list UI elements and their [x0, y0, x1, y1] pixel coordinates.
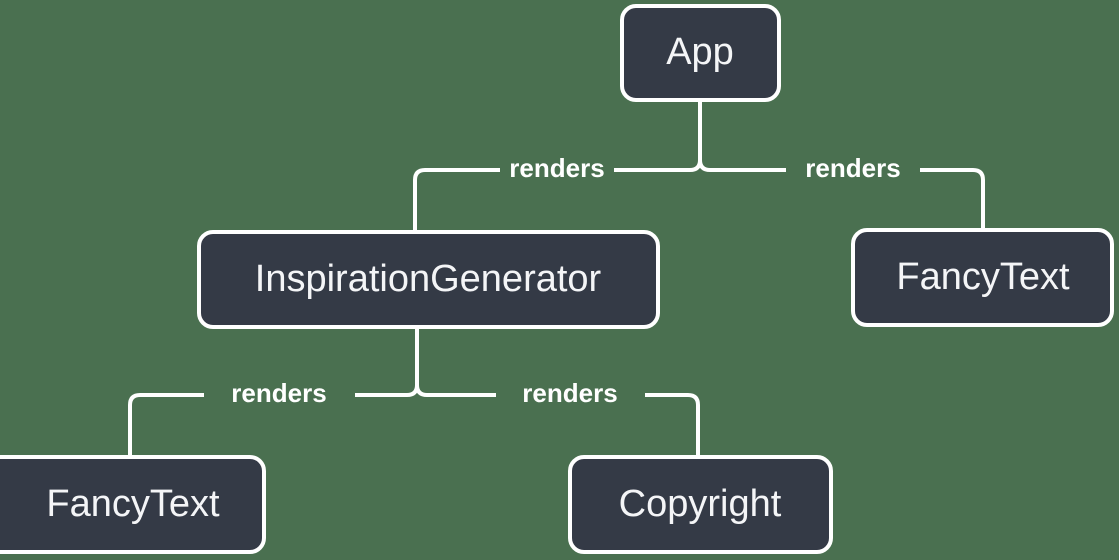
edge-path-app-fancytext-right: [698, 159, 985, 230]
edge-path-inspirationgenerator-copyright: [415, 384, 700, 457]
node-inspirationgenerator-box[interactable]: [197, 230, 660, 329]
node-fancytext-right-box[interactable]: [851, 228, 1114, 327]
edge-app-to-fancytext-right: [698, 159, 985, 230]
node-app-label: App: [666, 31, 734, 73]
node-copyright-box[interactable]: [568, 455, 833, 554]
node-inspirationgenerator-label: InspirationGenerator: [255, 258, 602, 300]
node-inspirationgenerator[interactable]: InspirationGenerator: [197, 230, 660, 329]
node-fancytext-right-label: FancyText: [896, 256, 1070, 298]
node-copyright[interactable]: Copyright: [568, 455, 833, 554]
edge-inspirationgenerator-to-copyright: [415, 384, 700, 457]
edge-label-inspirationgenerator-copyright: renders: [522, 378, 617, 408]
node-fancytext-bottom[interactable]: FancyText: [0, 455, 266, 554]
node-fancytext-bottom-label: FancyText: [46, 483, 220, 525]
node-app-box[interactable]: [620, 4, 781, 102]
node-fancytext-bottom-box[interactable]: [0, 455, 266, 554]
node-copyright-label: Copyright: [619, 483, 782, 525]
node-fancytext-right[interactable]: FancyText: [851, 228, 1114, 327]
edge-label-inspirationgenerator-fancytext-bottom: renders: [231, 378, 326, 408]
edge-label-app-inspirationgenerator: renders: [509, 153, 604, 183]
edge-label-app-fancytext-right: renders: [805, 153, 900, 183]
node-app[interactable]: App: [620, 4, 781, 102]
